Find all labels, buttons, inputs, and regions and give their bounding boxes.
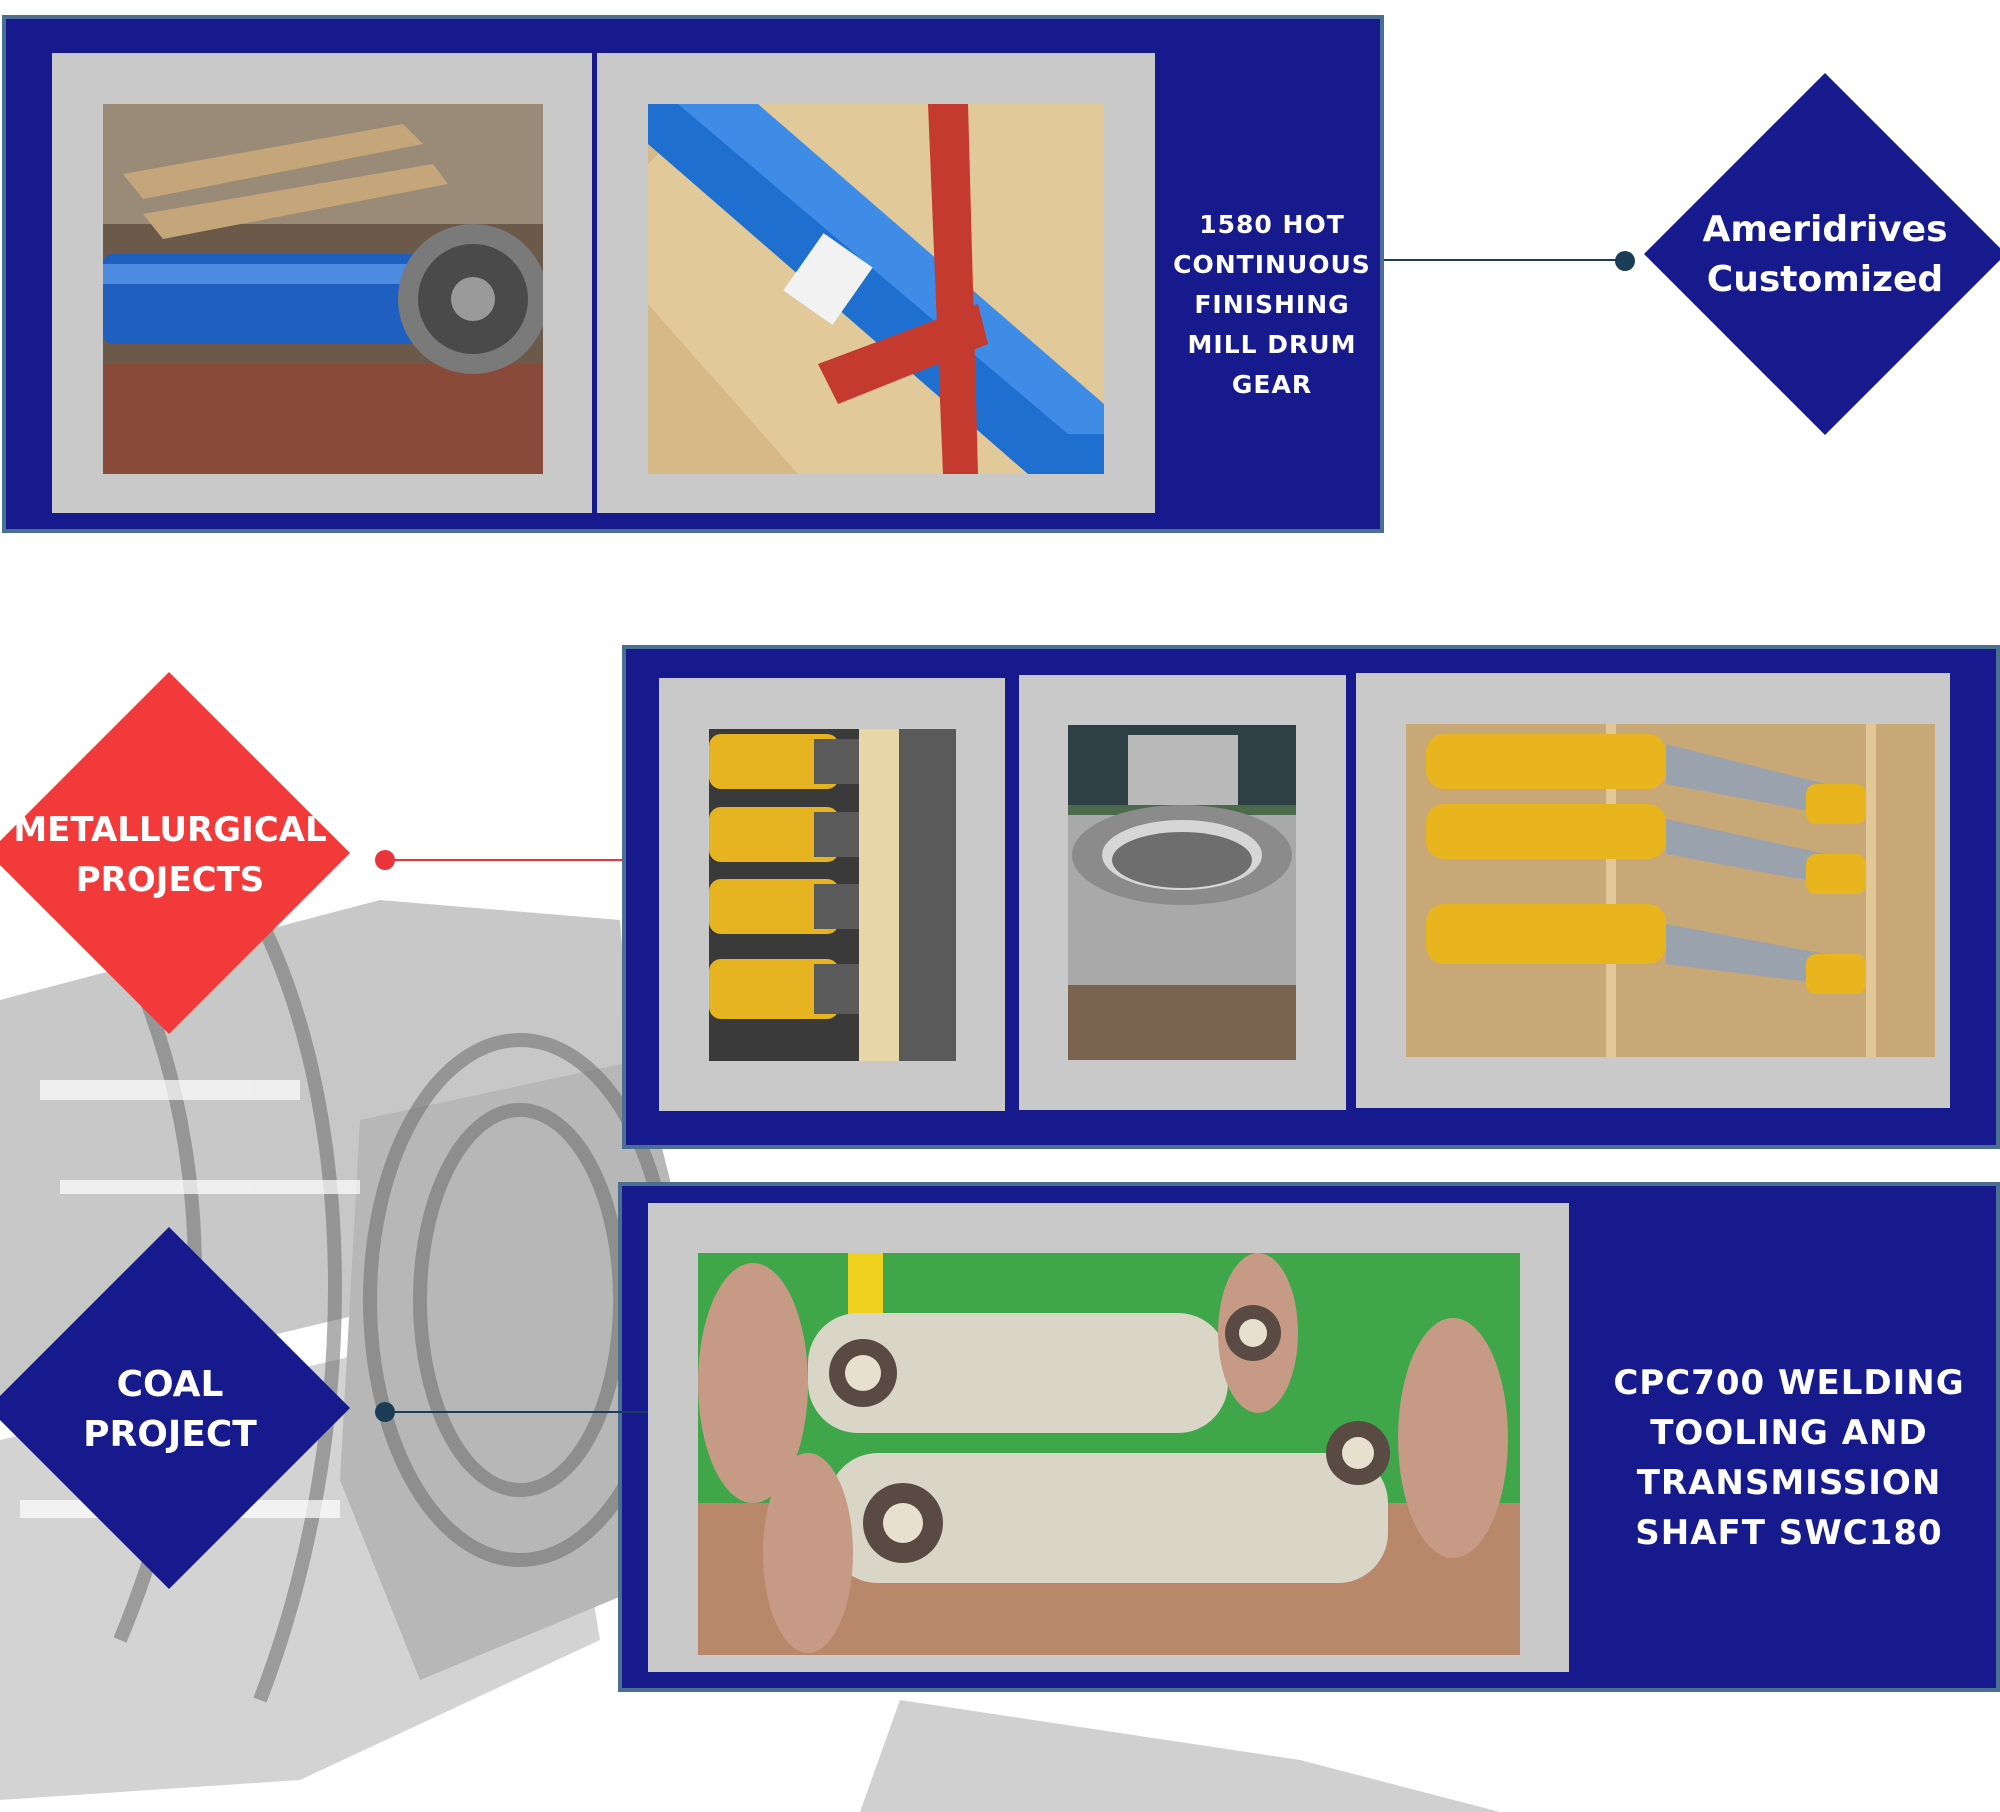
metallurgical-label: METALLURGICAL PROJECTS xyxy=(13,810,327,900)
white-cardan-shafts-photo xyxy=(698,1253,1520,1655)
steel-gear-sleeve-photo xyxy=(1068,725,1296,1060)
drum-gear-caption: 1580 HOT CONTINUOUS FINISHING MILL DRUM … xyxy=(1173,210,1371,399)
connector-dot xyxy=(1615,251,1635,271)
coal-caption: CPC700 WELDING TOOLING AND TRANSMISSION … xyxy=(1613,1363,1965,1553)
blue-drum-gear-shaft-photo xyxy=(103,104,543,474)
connector-line xyxy=(385,1411,648,1413)
blue-shaft-in-crate-photo xyxy=(648,104,1104,474)
yellow-shafts-in-crate-photo xyxy=(1406,724,1935,1057)
connector-line xyxy=(385,859,622,861)
connector-line xyxy=(1384,259,1626,261)
yellow-cardan-shafts-photo xyxy=(709,729,956,1061)
coal-label: COAL PROJECT xyxy=(83,1364,257,1455)
ameridrives-label: Ameridrives Customized xyxy=(1702,209,1948,300)
